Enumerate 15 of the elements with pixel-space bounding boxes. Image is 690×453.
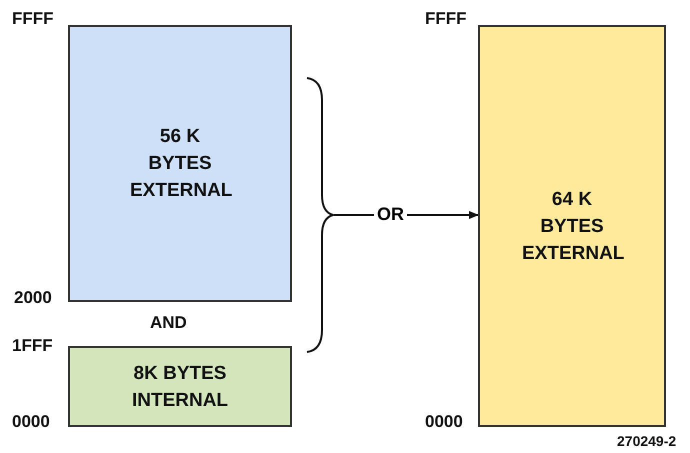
address-label: 1FFF — [12, 336, 53, 356]
memory-block — [478, 25, 666, 427]
address-label: 0000 — [425, 412, 463, 432]
curly-bracket — [306, 76, 334, 354]
address-label: 2000 — [14, 288, 52, 308]
block-label: 8K BYTES INTERNAL — [130, 362, 230, 412]
connector-word: AND — [150, 313, 187, 333]
block-label: 64 K BYTES EXTERNAL — [522, 188, 622, 266]
memory-block — [68, 346, 292, 427]
address-label: FFFF — [425, 9, 467, 29]
address-label: FFFF — [12, 9, 54, 29]
block-label: 56 K BYTES EXTERNAL — [130, 125, 230, 203]
figure-number: 270249-2 — [617, 433, 676, 449]
memory-block — [68, 25, 292, 302]
address-label: 0000 — [12, 412, 50, 432]
